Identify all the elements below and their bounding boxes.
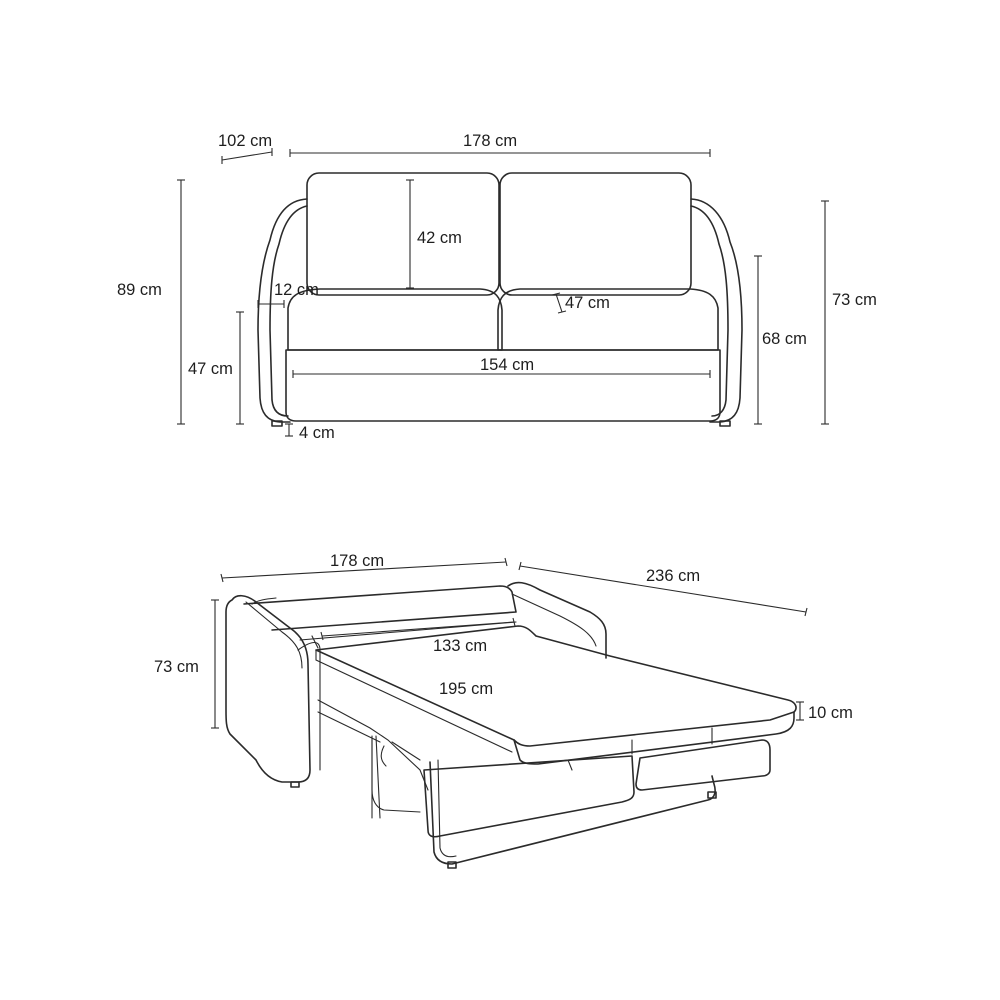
bed-view-dimensions (211, 557, 808, 729)
label-bed-height: 73 cm (154, 658, 199, 676)
sofa-bed-open-view (225, 581, 797, 869)
label-seat-height: 47 cm (188, 360, 233, 378)
label-inner-width: 154 cm (480, 356, 534, 374)
bed-backrest (243, 585, 517, 631)
label-width: 178 cm (463, 132, 517, 150)
sofa-front-view (257, 172, 743, 427)
bed-mechanism (317, 699, 429, 819)
back-cushion-left (306, 172, 500, 296)
label-seat-depth: 47 cm (565, 294, 610, 312)
label-armrest-height: 68 cm (762, 330, 807, 348)
label-height: 89 cm (117, 281, 162, 299)
label-arm-width: 12 cm (274, 281, 319, 299)
bed-cushion-right (635, 739, 771, 791)
bed-cushion-left (423, 755, 635, 838)
seat-cushion-left (287, 288, 503, 351)
seat-cushion-right (497, 288, 719, 351)
bed-leg-frame (429, 761, 716, 865)
label-bed-width: 178 cm (330, 552, 384, 570)
label-back-height: 73 cm (832, 291, 877, 309)
label-depth: 102 cm (218, 132, 272, 150)
right-arm (690, 198, 743, 423)
left-foot (271, 420, 283, 427)
label-mattress-length: 195 cm (439, 680, 493, 698)
bed-right-arm (507, 581, 607, 659)
label-foot-height: 4 cm (299, 424, 335, 442)
label-mattress-thickness: 10 cm (808, 704, 853, 722)
mattress (315, 625, 797, 747)
left-arm (257, 198, 308, 423)
bed-left-arm (225, 594, 311, 783)
back-cushion-right (499, 172, 692, 296)
front-view-labels: 102 cm 178 cm 89 cm 12 cm 47 cm 42 cm 47… (117, 132, 877, 442)
label-open-length: 236 cm (646, 567, 700, 585)
bed-view-labels: 178 cm 236 cm 73 cm 133 cm 195 cm 10 cm (154, 552, 853, 722)
right-foot (719, 420, 731, 427)
front-view-dimensions (177, 148, 829, 437)
label-backrest-height: 42 cm (417, 229, 462, 247)
sofa-base (285, 349, 721, 422)
label-mattress-width: 133 cm (433, 637, 487, 655)
